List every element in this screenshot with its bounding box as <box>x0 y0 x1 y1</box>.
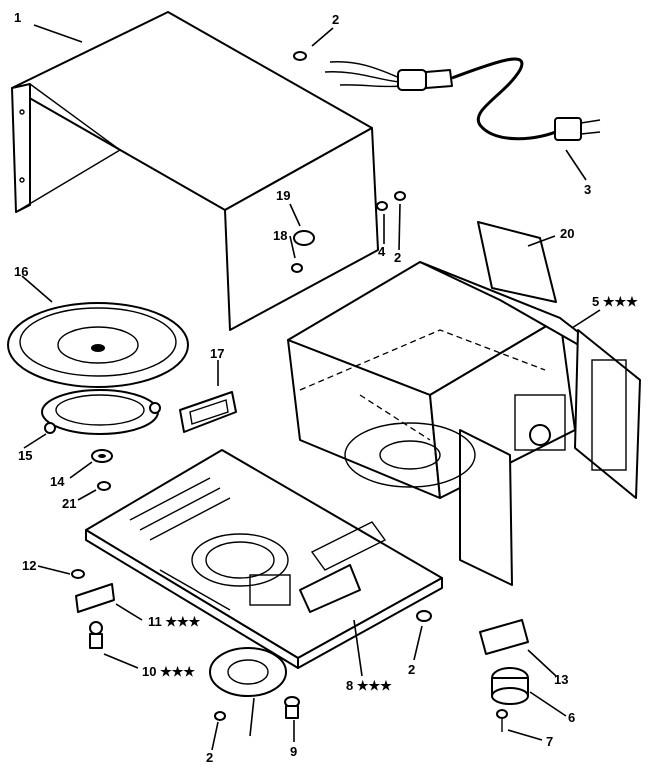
base-plate-part <box>85 449 443 669</box>
callout-20: 20 <box>560 226 574 241</box>
callout-11: 11 ★★★ <box>148 614 201 629</box>
callout-3: 3 <box>584 182 591 197</box>
callout-17: 17 <box>210 346 224 361</box>
coupler-part <box>91 449 113 491</box>
callout-10: 10 ★★★ <box>142 664 195 679</box>
callout-2-low: 2 <box>408 662 415 677</box>
callout-2-bottom: 2 <box>206 750 213 765</box>
power-cord-part <box>293 51 601 141</box>
callout-2-mid: 2 <box>394 250 401 265</box>
callout-14: 14 <box>50 474 65 489</box>
turntable-tray-part <box>7 302 189 388</box>
stirrer-cover-part <box>209 647 287 721</box>
callout-7: 7 <box>546 734 553 749</box>
outer-cabinet-part <box>11 11 379 331</box>
callout-18: 18 <box>273 228 287 243</box>
door-latch-part <box>179 391 237 433</box>
callout-19: 19 <box>276 188 290 203</box>
callout-1: 1 <box>14 10 21 25</box>
turntable-motor-part <box>491 667 529 732</box>
foot-part <box>284 610 432 719</box>
callout-6: 6 <box>568 710 575 725</box>
leader-lines <box>21 24 601 751</box>
callout-12: 12 <box>22 558 36 573</box>
callout-16: 16 <box>14 264 28 279</box>
callout-labels: 1 2 3 19 18 4 2 20 16 5 ★★★ 17 15 14 21 … <box>14 10 638 765</box>
motor-bracket-part <box>479 619 529 655</box>
bracket-part <box>71 569 115 649</box>
callout-8: 8 ★★★ <box>346 678 392 693</box>
callout-9: 9 <box>290 744 297 759</box>
callout-15: 15 <box>18 448 32 463</box>
callout-13: 13 <box>554 672 568 687</box>
callout-2-top: 2 <box>332 12 339 27</box>
callout-21: 21 <box>62 496 76 511</box>
callout-4: 4 <box>378 244 386 259</box>
callout-5: 5 ★★★ <box>592 294 638 309</box>
fuse-holder-part <box>291 191 406 273</box>
oven-chassis-part <box>287 261 641 586</box>
roller-ring-part <box>41 389 161 435</box>
